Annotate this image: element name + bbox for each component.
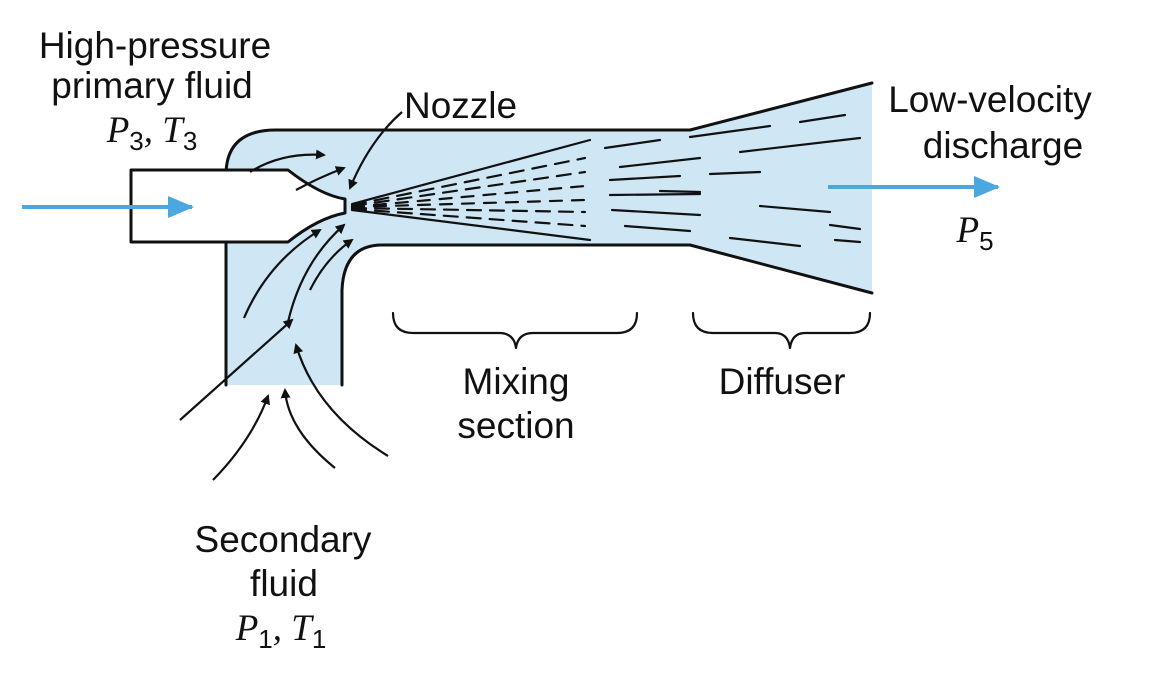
mixing-section-label-line2: section <box>457 405 574 446</box>
internal-flow-arrows <box>242 149 354 323</box>
mixing-section-label-line1: Mixing <box>463 361 570 402</box>
secondary-fluid-label-line1: Secondary <box>195 519 372 560</box>
discharge-label-line1: Low-velocity <box>888 79 1092 120</box>
primary-temperature-subscript: 3 <box>183 126 197 156</box>
diffuser-brace <box>691 311 872 350</box>
secondary-temperature-subscript: 1 <box>312 624 326 654</box>
secondary-fluid-conditions: P1, T1 <box>235 608 327 654</box>
secondary-fluid-label-line2: fluid <box>250 563 318 604</box>
secondary-pressure-symbol: P <box>235 608 259 649</box>
diffuser-flow-dashes <box>603 113 862 248</box>
secondary-separator: , <box>273 608 292 649</box>
primary-separator: , <box>144 110 163 151</box>
nozzle-label: Nozzle <box>404 85 517 126</box>
primary-pressure-symbol: P <box>106 110 130 151</box>
diffuser-label: Diffuser <box>719 361 846 402</box>
discharge-pressure-subscript: 5 <box>979 226 993 256</box>
jet-spray <box>350 138 592 242</box>
secondary-pressure-subscript: 1 <box>258 624 272 654</box>
nozzle-pointer-arrow <box>348 111 403 190</box>
discharge-label-line2: discharge <box>923 125 1083 166</box>
mixing-section-brace <box>391 311 639 350</box>
primary-fluid-label-line2: primary fluid <box>51 65 253 106</box>
discharge-pressure-symbol: P <box>955 210 979 251</box>
primary-fluid-label-line1: High-pressure <box>39 25 271 66</box>
secondary-temperature-symbol: T <box>291 608 314 649</box>
primary-temperature-symbol: T <box>162 110 185 151</box>
primary-fluid-conditions: P3, T3 <box>106 110 198 156</box>
secondary-intake-arrows <box>179 318 389 481</box>
primary-pressure-subscript: 3 <box>129 126 143 156</box>
ejector-lower-wall <box>340 243 874 387</box>
discharge-pressure: P5 <box>955 210 993 256</box>
